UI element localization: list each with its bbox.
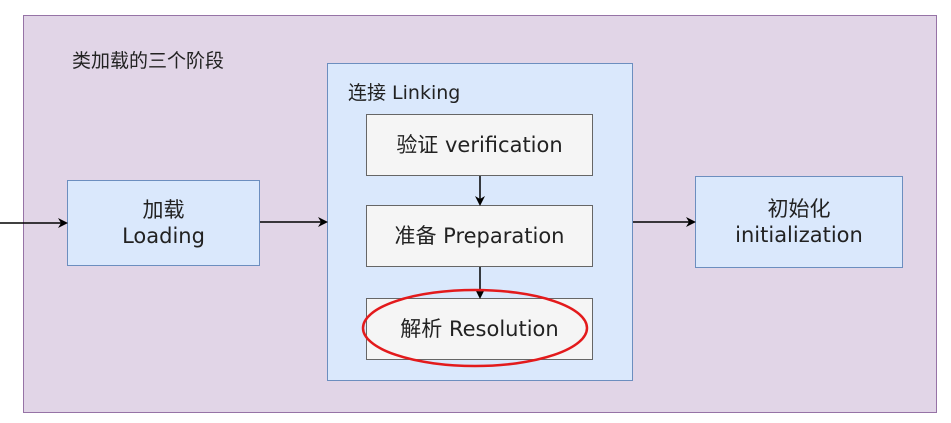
step-verification-label: 验证 verification [396, 132, 563, 157]
initialization-box[interactable]: 初始化 initialization [695, 176, 903, 268]
step-resolution-label: 解析 Resolution [400, 316, 559, 341]
loading-label-en: Loading [122, 224, 205, 248]
loading-label-cn: 加载 [142, 197, 185, 222]
step-preparation-label: 准备 Preparation [394, 223, 565, 248]
step-verification[interactable]: 验证 verification [366, 114, 593, 176]
loading-box[interactable]: 加载 Loading [67, 180, 260, 266]
resolution-highlight-ellipse [361, 288, 589, 368]
initialization-label-en: initialization [735, 223, 863, 247]
linking-title: 连接 Linking [348, 82, 461, 104]
frame-title: 类加载的三个阶段 [72, 50, 225, 72]
initialization-label-cn: 初始化 [767, 196, 831, 221]
step-preparation[interactable]: 准备 Preparation [366, 205, 593, 267]
step-resolution[interactable]: 解析 Resolution [366, 298, 593, 360]
